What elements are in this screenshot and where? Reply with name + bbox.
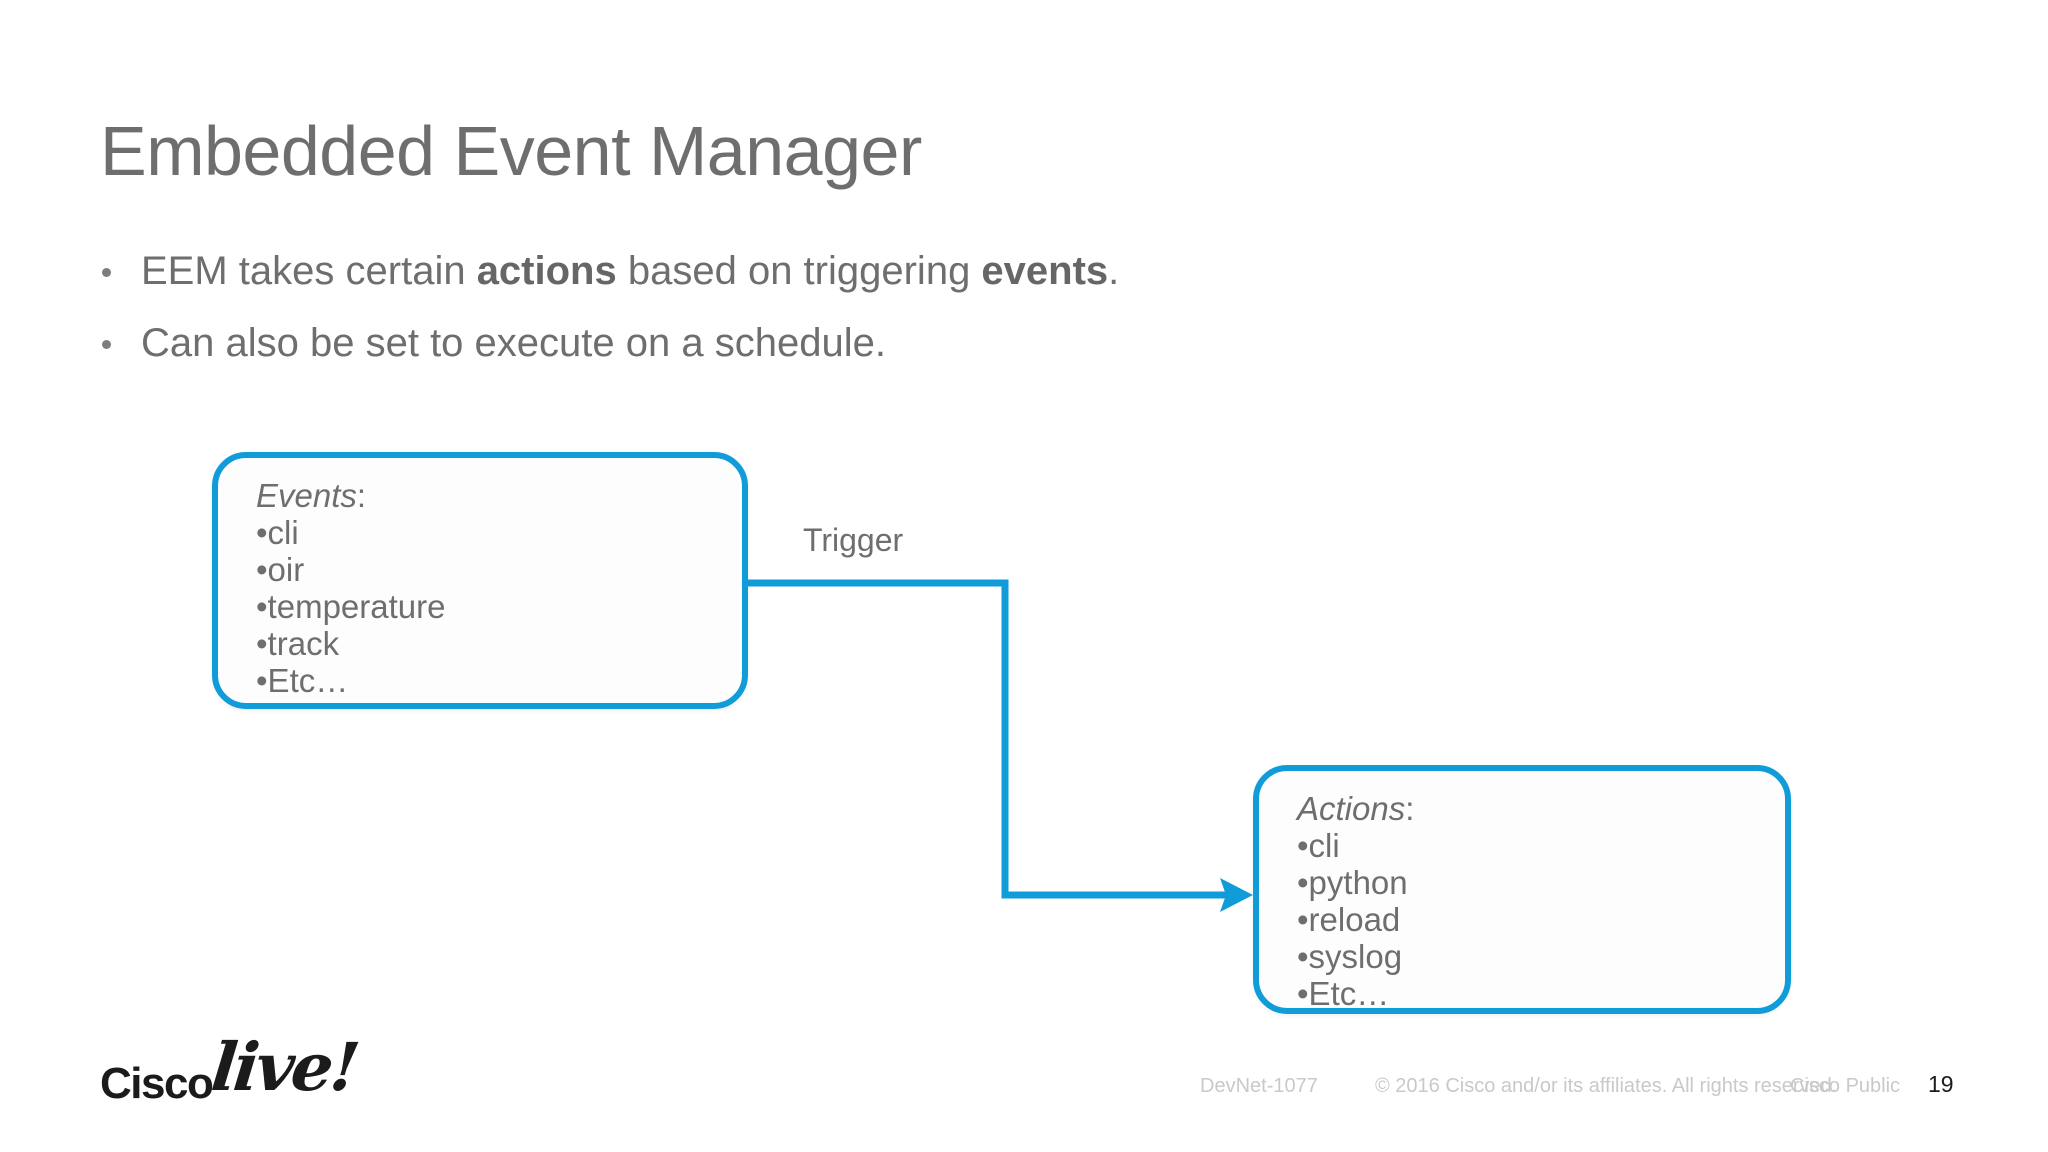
bullet-text-prefix: EEM takes certain bbox=[141, 249, 477, 293]
footer-page-number: 19 bbox=[1928, 1071, 1954, 1097]
footer-copyright: © 2016 Cisco and/or its affiliates. All … bbox=[1375, 1075, 1838, 1097]
events-heading-word: Events bbox=[256, 477, 357, 514]
bullet-text: EEM takes certain actions based on trigg… bbox=[141, 249, 1119, 293]
list-item: Can also be set to execute on a schedule… bbox=[95, 320, 1795, 366]
actions-heading-word: Actions bbox=[1297, 790, 1406, 827]
bullet-text-bold-events: events bbox=[981, 249, 1109, 293]
footer-session-id: DevNet-1077 bbox=[1200, 1075, 1318, 1097]
connector-line bbox=[748, 579, 1242, 899]
bullet-text-bold-actions: actions bbox=[476, 249, 617, 293]
actions-box-content: Actions: •cli •python •reload •syslog •E… bbox=[1297, 790, 1773, 1012]
bullet-text-middle: based on triggering bbox=[616, 249, 982, 293]
actions-box-heading: Actions: bbox=[1297, 790, 1773, 827]
actions-item: •cli bbox=[1297, 827, 1340, 864]
bullet-dot-icon bbox=[102, 340, 111, 349]
actions-box: Actions: •cli •python •reload •syslog •E… bbox=[1253, 765, 1791, 1014]
events-box-content: Events: •cli •oir •temperature •track •E… bbox=[256, 477, 730, 699]
bullet-text-suffix: . bbox=[1108, 249, 1120, 293]
slide-footer: DevNet-1077 © 2016 Cisco and/or its affi… bbox=[0, 1068, 2048, 1108]
logo-cisco-wordmark: Cisco bbox=[100, 1059, 214, 1108]
events-box-heading: Events: bbox=[256, 477, 730, 514]
events-heading-colon: : bbox=[356, 477, 367, 514]
actions-item: •syslog bbox=[1297, 938, 1403, 975]
bullet-dot-icon bbox=[102, 268, 111, 277]
actions-heading-colon: : bbox=[1405, 790, 1415, 827]
bullet-text-prefix: Can also be set to execute on a schedule… bbox=[141, 321, 886, 365]
connector-label-trigger: Trigger bbox=[803, 522, 904, 558]
events-item: •oir bbox=[256, 551, 305, 588]
events-item: •cli bbox=[256, 514, 299, 551]
events-box: Events: •cli •oir •temperature •track •E… bbox=[212, 452, 748, 709]
actions-item: •Etc… bbox=[1297, 975, 1390, 1012]
list-item: EEM takes certain actions based on trigg… bbox=[95, 248, 1795, 294]
footer-classification: Cisco Public bbox=[1790, 1075, 1901, 1097]
events-item: •track bbox=[256, 625, 340, 662]
bullet-text: Can also be set to execute on a schedule… bbox=[141, 321, 886, 365]
actions-item: •reload bbox=[1297, 901, 1401, 938]
events-item: •temperature bbox=[256, 588, 446, 625]
cisco-live-logo: Cisco live! bbox=[100, 1028, 361, 1108]
page-title: Embedded Event Manager bbox=[100, 112, 922, 190]
arrowhead-icon bbox=[1220, 878, 1253, 912]
events-item: •Etc… bbox=[256, 662, 349, 699]
actions-item: •python bbox=[1297, 864, 1408, 901]
bullet-list: EEM takes certain actions based on trigg… bbox=[95, 248, 1795, 392]
